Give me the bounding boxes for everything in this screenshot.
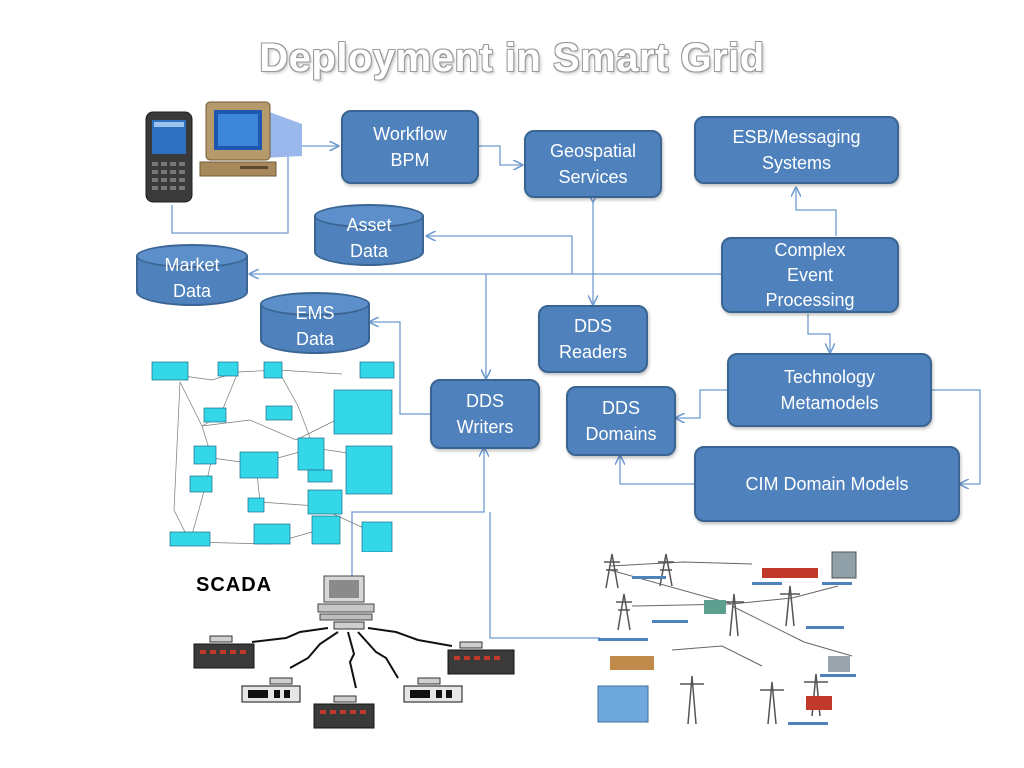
link-workflow-geospatial xyxy=(478,145,522,165)
link-cep-esb xyxy=(796,188,837,236)
grid-labels xyxy=(598,576,856,725)
rtu-devices xyxy=(193,635,515,729)
devices-image xyxy=(145,101,302,203)
asset-data-label: Asset Data xyxy=(346,215,392,261)
desktop-computer-icon xyxy=(199,101,302,177)
market-data-store[interactable]: Market Data xyxy=(136,244,248,306)
link-cep-asset xyxy=(427,236,573,274)
dds-writers-box[interactable]: DDS Writers xyxy=(430,379,540,449)
uml-model-diagram xyxy=(151,361,395,552)
link-techmeta-cim xyxy=(932,389,981,484)
complex-event-processing-box[interactable]: Complex Event Processing xyxy=(721,237,899,313)
ems-data-store[interactable]: EMS Data xyxy=(260,292,370,354)
esb-messaging-systems-box[interactable]: ESB/Messaging Systems xyxy=(694,116,899,184)
ems-data-label: EMS Data xyxy=(295,303,335,349)
substation-buildings xyxy=(597,551,857,723)
power-grid-illustration xyxy=(597,551,857,725)
workflow-bpm-box[interactable]: Workflow BPM xyxy=(341,110,479,184)
slide-title: Deployment in Smart Grid xyxy=(259,36,765,80)
scada-label: SCADA xyxy=(196,574,273,596)
link-techmeta-ddsdomains xyxy=(676,389,727,418)
link-scada-ddswriters xyxy=(351,448,484,578)
mobile-device-icon xyxy=(145,111,193,203)
scada-network-diagram xyxy=(193,575,515,729)
asset-data-store[interactable]: Asset Data xyxy=(314,204,424,266)
link-cep-techmeta xyxy=(807,314,830,352)
link-ddswriters-ems xyxy=(370,322,430,415)
dds-readers-box[interactable]: DDS Readers xyxy=(538,305,648,373)
market-data-label: Market Data xyxy=(164,255,220,301)
dds-domains-box[interactable]: DDS Domains xyxy=(566,386,676,456)
scada-computer-icon xyxy=(317,575,375,621)
link-devices-workflow xyxy=(171,146,338,234)
cim-domain-models-box[interactable]: CIM Domain Models xyxy=(694,446,960,522)
link-cim-ddsdomains xyxy=(620,456,696,485)
geospatial-services-box[interactable]: Geospatial Services xyxy=(524,130,662,198)
link-grid-ddswriters xyxy=(489,512,600,639)
technology-metamodels-box[interactable]: Technology Metamodels xyxy=(727,353,932,427)
